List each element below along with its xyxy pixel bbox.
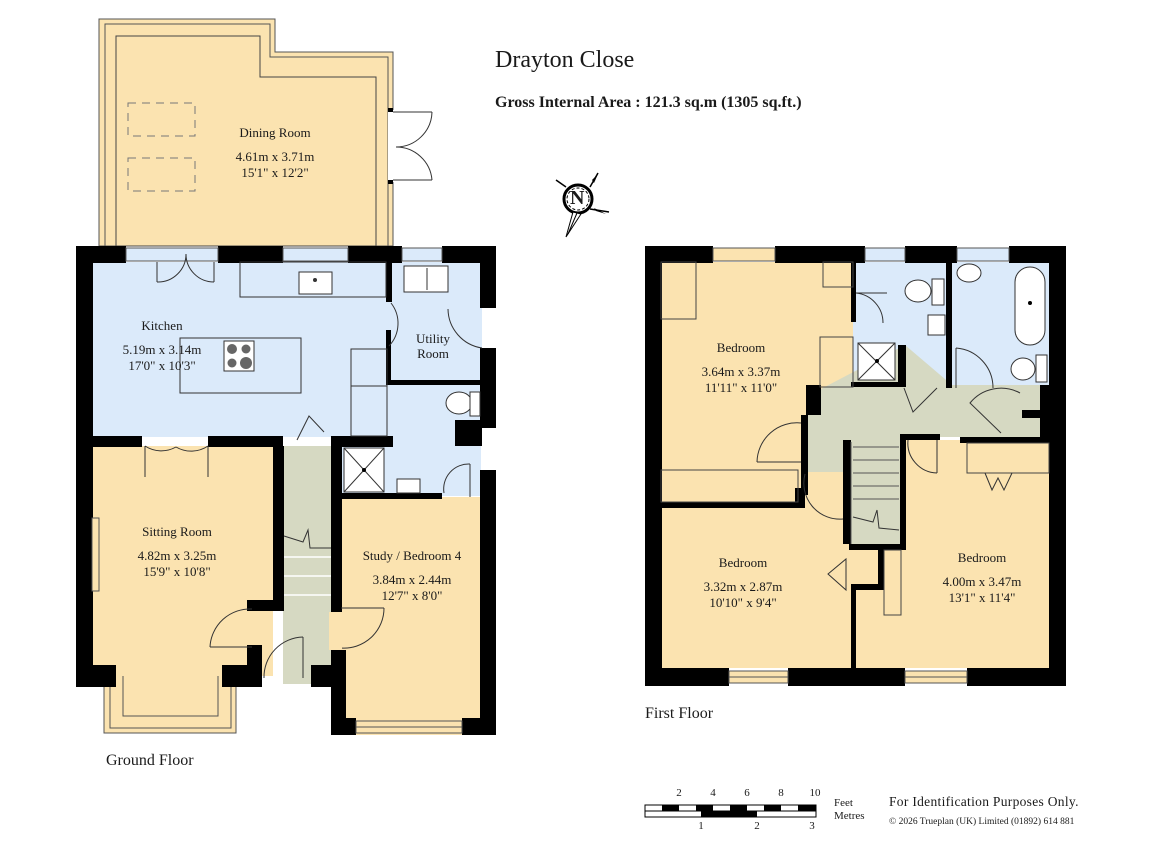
scale-metres-label: Metres <box>834 810 865 822</box>
north-compass-icon <box>555 172 610 238</box>
scale-bar-graphic <box>644 804 817 818</box>
ground-floor-walls <box>76 246 496 735</box>
utility-sink-icon <box>403 265 449 293</box>
toilet-icon <box>445 391 473 415</box>
kitchen-worktop <box>239 261 387 298</box>
roof-light-1 <box>127 102 196 137</box>
gross-internal-area: Gross Internal Area : 121.3 sq.m (1305 s… <box>495 94 802 111</box>
scale-metre-1: 1 <box>698 820 704 832</box>
ground-floor-stairs <box>284 556 331 596</box>
bathroom-basin-icon <box>956 263 982 283</box>
room-label-bedroom-2: Bedroom 3.32m x 2.87m 10'10" x 9'4" <box>703 555 783 610</box>
room-label-dining-room: Dining Room 4.61m x 3.71m 15'1" x 12'2" <box>235 125 315 180</box>
first-floor-walls <box>645 246 1066 686</box>
bathroom-toilet-icon <box>1010 357 1036 381</box>
first-floor-label: First Floor <box>645 705 714 722</box>
room-label-bedroom-3: Bedroom 4.00m x 3.47m 13'1" x 11'4" <box>942 550 1022 605</box>
basin-icon <box>396 478 421 494</box>
scale-metre-2: 2 <box>754 820 760 832</box>
kitchen-island <box>179 337 302 394</box>
first-floor-bedroom-2-area <box>661 506 851 668</box>
copyright-text: © 2026 Trueplan (UK) Limited (01892) 614… <box>889 817 1075 827</box>
roof-light-2 <box>127 157 196 192</box>
bath-icon <box>1014 266 1046 346</box>
ensuite-toilet-icon <box>904 279 932 303</box>
sitting-room-area <box>92 446 273 676</box>
hallway-area <box>283 446 331 684</box>
property-title: Drayton Close <box>495 47 635 73</box>
study-area <box>341 497 481 735</box>
room-label-sitting-room: Sitting Room 4.82m x 3.25m 15'9" x 10'8" <box>137 524 217 579</box>
scale-feet-label: Feet <box>834 797 853 809</box>
ground-floor-label: Ground Floor <box>106 752 194 769</box>
scale-feet-8: 8 <box>778 787 784 799</box>
scale-feet-4: 4 <box>710 787 716 799</box>
ensuite-basin-icon <box>927 314 946 336</box>
fireplace <box>91 517 100 592</box>
disclaimer-text: For Identification Purposes Only. <box>889 794 1079 809</box>
kitchen-sink-icon <box>298 271 333 295</box>
compass-letter: N <box>570 187 585 209</box>
scale-feet-2: 2 <box>676 787 682 799</box>
room-label-study-bedroom-4: Study / Bedroom 4 3.84m x 2.44m 12'7" x … <box>362 548 462 603</box>
room-label-bedroom-1: Bedroom 3.64m x 3.37m 11'11" x 11'0" <box>701 340 781 395</box>
scale-feet-10: 10 <box>809 787 821 799</box>
room-label-utility-room: Utility Room <box>416 331 450 361</box>
scale-metre-3: 3 <box>809 820 815 832</box>
north-compass: N <box>546 170 616 245</box>
first-floor-plan <box>645 246 1066 686</box>
first-floor-stairs <box>850 442 899 544</box>
room-label-kitchen: Kitchen 5.19m x 3.14m 17'0" x 10'3" <box>122 318 202 373</box>
scale-feet-6: 6 <box>744 787 750 799</box>
ground-floor-plan <box>76 18 496 735</box>
